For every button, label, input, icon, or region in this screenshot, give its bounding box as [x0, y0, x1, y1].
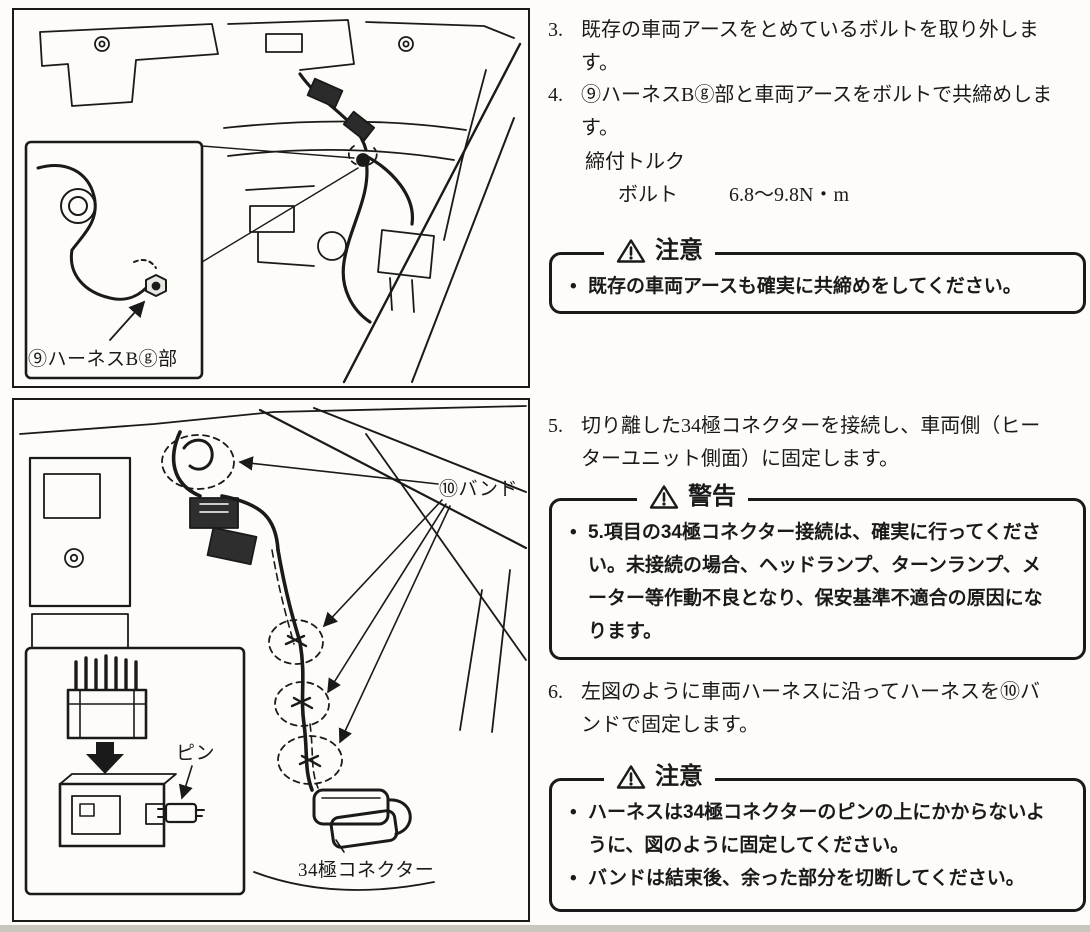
caution-box-1: 注意 既存の車両アースも確実に共締めをしてください。: [549, 236, 1086, 314]
page-edge-shadow: [0, 925, 1090, 932]
notice-item: ハーネスは34極コネクターのピンの上にかからないように、図のように固定してくださ…: [568, 796, 1050, 862]
step-number: 6.: [548, 681, 563, 703]
harness-b-callout: ⑨ハーネスBⓖ部: [28, 349, 178, 370]
notice-title-text: 警告: [688, 483, 736, 510]
figure-bottom: ⑩バンド ピン 34極コネクター: [12, 398, 530, 922]
torque-value: 6.8～9.8N・m: [729, 184, 849, 206]
torque-heading: 締付トルク: [585, 151, 685, 173]
notice-item: 既存の車両アースも確実に共締めをしてください。: [568, 270, 1050, 303]
notice-item: 5.項目の34極コネクター接続は、確実に行ってください。未接続の場合、ヘッドラン…: [568, 516, 1050, 648]
step-4: 4. ⑨ハーネスBⓖ部と車両アースをボルトで共締めします。: [548, 79, 1086, 145]
notice-title-text: 注意: [655, 763, 703, 790]
step-number: 3.: [548, 19, 563, 41]
step-6: 6. 左図のように車両ハーネスに沿ってハーネスを⑩バンドで固定します。: [548, 676, 1086, 742]
engine-bay-illustration: [24, 19, 522, 384]
step-text: 切り離した34極コネクターを接続し、車両側（ヒーターユニット側面）に固定します。: [581, 415, 1041, 470]
connector-callout: 34極コネクター: [298, 860, 435, 881]
harness-routing-illustration: [19, 405, 528, 896]
notice-item: バンドは結束後、余った部分を切断してください。: [568, 862, 1050, 895]
caution-box-2: 注意 ハーネスは34極コネクターのピンの上にかからないように、図のように固定して…: [549, 762, 1086, 912]
step-3: 3. 既存の車両アースをとめているボルトを取り外します。: [548, 14, 1086, 80]
warning-triangle-icon: [616, 764, 646, 790]
step-text: ⑨ハーネスBⓖ部と車両アースをボルトで共締めします。: [581, 84, 1053, 139]
warning-title: 警告: [637, 482, 748, 512]
step-5: 5. 切り離した34極コネクターを接続し、車両側（ヒーターユニット側面）に固定し…: [548, 410, 1086, 476]
step-text: 既存の車両アースをとめているボルトを取り外します。: [581, 19, 1039, 74]
step-text: 左図のように車両ハーネスに沿ってハーネスを⑩バンドで固定します。: [581, 681, 1040, 736]
notice-title-text: 注意: [655, 237, 703, 264]
warning-triangle-icon: [616, 238, 646, 264]
warning-triangle-icon: [649, 484, 679, 510]
step-number: 4.: [548, 84, 563, 106]
caution-title: 注意: [604, 236, 715, 266]
band-callout: ⑩バンド: [439, 479, 518, 500]
torque-item: ボルト: [618, 184, 678, 206]
caution-title: 注意: [604, 762, 715, 792]
pin-callout: ピン: [176, 743, 216, 764]
warning-box: 警告 5.項目の34極コネクター接続は、確実に行ってください。未接続の場合、ヘッ…: [549, 482, 1086, 660]
step-number: 5.: [548, 415, 563, 437]
figure-top: ⑨ハーネスBⓖ部: [12, 8, 530, 388]
torque-spec: ボルト 6.8～9.8N・m: [618, 178, 849, 207]
